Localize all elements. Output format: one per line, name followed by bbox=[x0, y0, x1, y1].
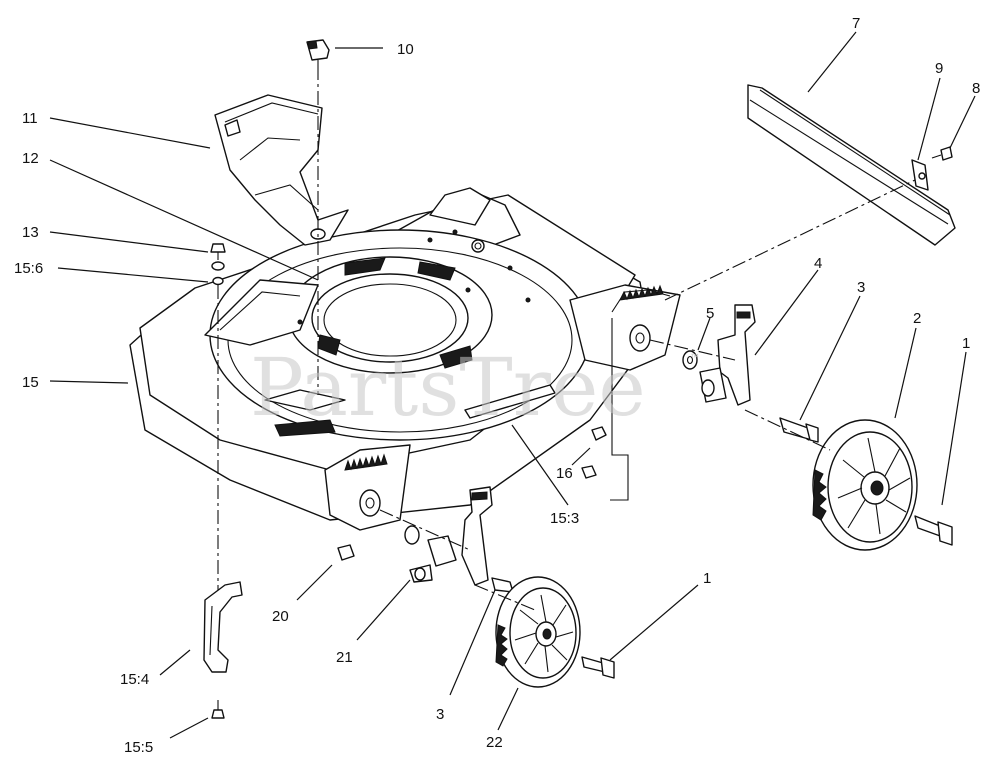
callout-13: 13 bbox=[22, 224, 39, 241]
bolt-3-front bbox=[491, 577, 514, 593]
callout-1-rear: 1 bbox=[962, 335, 970, 352]
screw-8 bbox=[931, 146, 953, 161]
assembly-lines bbox=[217, 66, 916, 611]
callout-10: 10 bbox=[397, 41, 414, 58]
callout-2: 2 bbox=[913, 310, 921, 327]
callout-15-4: 15:4 bbox=[120, 671, 149, 688]
washer-5-front bbox=[404, 525, 420, 545]
watermark: PartsTree ™ bbox=[250, 341, 699, 434]
height-adjuster-rear bbox=[699, 304, 756, 406]
callout-5: 5 bbox=[706, 305, 714, 322]
axle-bolt-1-front bbox=[581, 656, 615, 679]
rear-flap bbox=[747, 84, 956, 246]
callout-11: 11 bbox=[22, 110, 38, 127]
callout-22: 22 bbox=[486, 734, 503, 751]
bracket-21 bbox=[409, 535, 457, 583]
callout-7: 7 bbox=[852, 15, 860, 32]
callout-15-3: 15:3 bbox=[550, 510, 579, 527]
mower-deck bbox=[129, 187, 681, 531]
leader-lines bbox=[49, 31, 976, 739]
callout-16: 16 bbox=[556, 465, 573, 482]
callout-3-rear: 3 bbox=[857, 279, 865, 296]
grass-deflector bbox=[214, 94, 349, 246]
knob-10 bbox=[306, 39, 330, 66]
axle-bolt-1-rear bbox=[914, 515, 953, 546]
watermark-text: PartsTree bbox=[250, 341, 646, 434]
callout-20: 20 bbox=[272, 608, 289, 625]
callout-21: 21 bbox=[336, 649, 353, 666]
bolt-3-rear bbox=[779, 417, 819, 443]
callout-labels: 10 11 12 13 15:6 15 7 9 8 4 3 2 1 5 16 1… bbox=[14, 15, 980, 756]
callout-15-5: 15:5 bbox=[124, 739, 153, 756]
front-wheel-22 bbox=[495, 576, 581, 688]
callout-15: 15 bbox=[22, 374, 39, 391]
rear-wheel-2 bbox=[812, 419, 918, 551]
callout-1-front: 1 bbox=[703, 570, 711, 587]
callout-15-6: 15:6 bbox=[14, 260, 43, 277]
nut-16 bbox=[581, 426, 607, 479]
front-height-teeth bbox=[344, 453, 388, 471]
screw-13 bbox=[210, 243, 226, 286]
rear-height-teeth bbox=[619, 284, 664, 301]
callout-3-front: 3 bbox=[436, 706, 444, 723]
watermark-trademark: ™ bbox=[690, 352, 699, 362]
callout-12: 12 bbox=[22, 150, 39, 167]
callout-8: 8 bbox=[972, 80, 980, 97]
bracket-15-4 bbox=[203, 581, 243, 673]
callout-4: 4 bbox=[814, 255, 822, 272]
washer-5 bbox=[682, 350, 698, 370]
callout-9: 9 bbox=[935, 60, 943, 77]
nut-20 bbox=[337, 544, 355, 561]
height-adjuster-front bbox=[461, 486, 493, 586]
screw-15-5 bbox=[211, 700, 225, 719]
